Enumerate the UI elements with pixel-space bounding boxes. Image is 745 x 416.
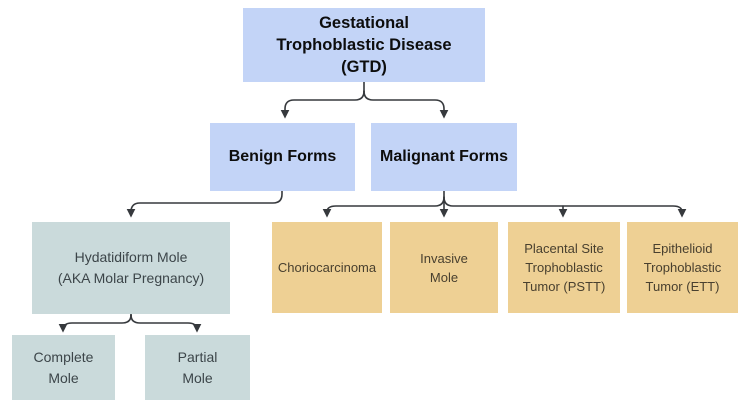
- edge-malignant-to-ett: [443, 196, 687, 218]
- node-hydatidiform-mole: Hydatidiform Mole (AKA Molar Pregnancy): [32, 222, 230, 314]
- node-invasive-mole: Invasive Mole: [390, 222, 498, 313]
- node-partial-mole: Partial Mole: [145, 335, 250, 400]
- node-choriocarcinoma: Choriocarcinoma: [272, 222, 382, 313]
- edge-malignant-to-choriocarcinoma: [322, 196, 445, 218]
- edge-gtd-to-benign: [280, 90, 365, 119]
- edge-gtd-to-malignant: [363, 90, 449, 119]
- edge-benign-to-hydatidiform: [126, 190, 283, 218]
- node-pstt: Placental Site Trophoblastic Tumor (PSTT…: [508, 222, 620, 313]
- node-ett: Epithelioid Trophoblastic Tumor (ETT): [627, 222, 738, 313]
- edge-hydatidiform-to-partial: [130, 314, 202, 333]
- edge-hydatidiform-to-complete: [58, 314, 132, 333]
- node-malignant-forms: Malignant Forms: [371, 123, 517, 191]
- node-gtd-root: Gestational Trophoblastic Disease (GTD): [243, 8, 485, 82]
- node-complete-mole: Complete Mole: [12, 335, 115, 400]
- node-benign-forms: Benign Forms: [210, 123, 355, 191]
